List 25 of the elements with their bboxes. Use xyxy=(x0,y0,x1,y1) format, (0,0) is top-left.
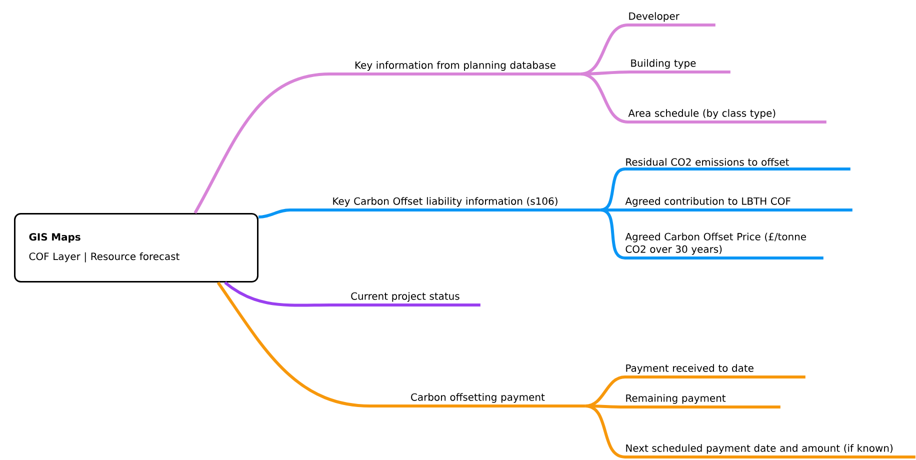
branch-label: Building type xyxy=(630,59,730,74)
branch-label: Area schedule (by class type) xyxy=(628,109,826,124)
branch-connector xyxy=(580,72,628,124)
branch-label: Payment received to date xyxy=(625,364,806,378)
branch-connector xyxy=(224,281,330,307)
branch-label: Key Carbon Offset liability information (s106) xyxy=(290,197,600,212)
branch-connector xyxy=(585,376,626,408)
branch-connector xyxy=(194,72,330,214)
branch-label: Remaining payment xyxy=(625,394,780,408)
branch-connector xyxy=(585,404,626,458)
branch-connector xyxy=(600,208,626,260)
branch-connector xyxy=(600,168,626,212)
branch-label: Residual CO2 emissions to offset xyxy=(625,158,850,170)
branch-label: Agreed Carbon Offset Price (£/tonne CO2 over 30 years) xyxy=(625,232,824,260)
branch-connector xyxy=(600,208,625,212)
branch-label: Carbon offsetting payment xyxy=(370,393,586,408)
branch-label: Next scheduled payment date and amount (if known) xyxy=(625,444,916,458)
branch-connector xyxy=(258,208,290,218)
branch-label: Developer xyxy=(628,12,716,26)
branch-label: Current project status xyxy=(330,292,480,306)
branch-label: Agreed contribution to LBTH COF xyxy=(625,197,852,212)
branch-label: Key information from planning database xyxy=(330,61,580,76)
central-topic-box: GIS Maps COF Layer | Resource forecast xyxy=(14,213,258,282)
branch-connector xyxy=(216,282,370,408)
branch-connector xyxy=(580,24,628,76)
